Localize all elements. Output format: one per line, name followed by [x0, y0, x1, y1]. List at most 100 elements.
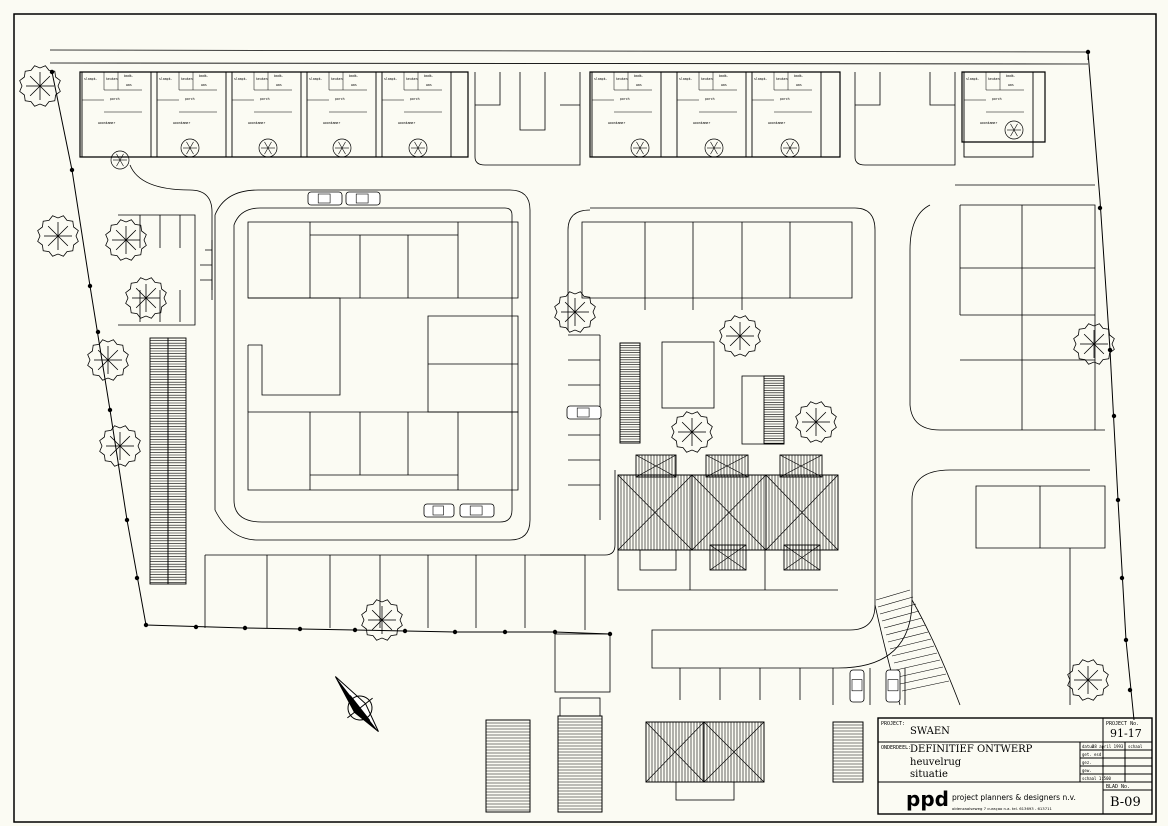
scale-label: schaal: [1128, 744, 1143, 749]
room-label: porch: [620, 97, 630, 101]
row-get: get.: [1082, 752, 1092, 757]
sheet-no: B-09: [1110, 795, 1141, 810]
room-label: slaapk.: [754, 77, 768, 81]
room-label: porch: [705, 97, 715, 101]
tree-icon: [671, 411, 713, 453]
tree-icon: [1067, 659, 1109, 701]
project-label: PROJECT:: [881, 721, 905, 727]
house-plan: [81, 71, 152, 158]
boundary-marker: [49, 69, 55, 75]
row-gew: gew.: [1082, 768, 1092, 773]
room-label: was: [276, 83, 282, 87]
room-label: badk.: [349, 74, 359, 78]
site-layout: [49, 49, 1135, 813]
car-icon: [345, 191, 381, 206]
boundary-marker: [1085, 49, 1091, 55]
room-label: woonkamer: [173, 121, 190, 125]
small-tree-icon: [780, 138, 800, 158]
room-label: slaapk.: [234, 77, 248, 81]
small-tree-icon: [630, 138, 650, 158]
room-label: slaapk.: [309, 77, 323, 81]
house-plan: [231, 71, 302, 158]
boundary-marker: [1119, 575, 1125, 581]
house-room-labels: slaapk. keuken badk. was porch woonkamer slaap…: [84, 74, 1016, 125]
house-plan: [306, 71, 377, 158]
tree-icon: [554, 291, 596, 333]
car-icon: [566, 405, 602, 420]
room-label: porch: [780, 97, 790, 101]
room-label: was: [636, 83, 642, 87]
site-boundary: [51, 71, 611, 635]
boundary-marker: [95, 329, 101, 335]
subject-line-2: heuvelrug: [910, 757, 962, 768]
room-label: slaapk.: [966, 77, 980, 81]
room-label: slaapk.: [159, 77, 173, 81]
room-label: keuken: [256, 77, 268, 81]
room-label: woonkamer: [693, 121, 710, 125]
small-tree-icon: [704, 138, 724, 158]
room-label: slaapk.: [84, 77, 98, 81]
boundary-marker: [297, 626, 303, 632]
house-plan: [591, 71, 662, 158]
small-tree-icon: [180, 138, 200, 158]
tree-icon: [19, 65, 61, 107]
boundary-marker: [124, 517, 130, 523]
row-scale: schaal 1:500: [1082, 776, 1111, 781]
house-plan: [156, 71, 227, 158]
boundary-marker: [134, 575, 140, 581]
house-plan: [963, 71, 1034, 158]
room-label: keuken: [616, 77, 628, 81]
room-label: was: [796, 83, 802, 87]
tree-icon: [795, 401, 837, 443]
room-label: was: [1008, 83, 1014, 87]
company-name: project planners & designers n.v.: [952, 793, 1076, 802]
room-label: was: [426, 83, 432, 87]
boundary-marker: [87, 283, 93, 289]
house-plan: [676, 71, 747, 158]
north-arrow-icon: [334, 676, 379, 733]
room-label: porch: [185, 97, 195, 101]
room-label: porch: [992, 97, 1002, 101]
subject-line-3: situatie: [910, 769, 948, 780]
boundary-marker: [1107, 347, 1113, 353]
small-tree-icon: [332, 138, 352, 158]
room-label: badk.: [199, 74, 209, 78]
house-plan: [381, 71, 452, 158]
room-label: woonkamer: [323, 121, 340, 125]
subject-line-1: DEFINITIEF ONTWERP: [910, 744, 1033, 755]
project-no-label: PROJECT No.: [1106, 721, 1139, 727]
boundary-marker: [402, 628, 408, 634]
room-label: porch: [110, 97, 120, 101]
car-icon: [849, 669, 865, 703]
tree-icon: [1073, 323, 1115, 365]
title-block-text: PROJECT: SWAEN PROJECT No. 91-17 ONDERDE…: [881, 721, 1143, 811]
room-label: badk.: [634, 74, 644, 78]
room-label: keuken: [406, 77, 418, 81]
project-no: 91-17: [1110, 727, 1142, 740]
room-label: was: [351, 83, 357, 87]
row-get-value: esd: [1094, 752, 1102, 757]
room-label: porch: [260, 97, 270, 101]
boundary-marker: [1097, 205, 1103, 211]
room-label: keuken: [776, 77, 788, 81]
tree-icon: [125, 277, 167, 319]
sheet-label: BLAD No.: [1106, 784, 1130, 790]
room-label: woonkamer: [980, 121, 997, 125]
room-label: badk.: [1006, 74, 1016, 78]
boundary-marker: [1123, 637, 1129, 643]
tree-icon: [361, 599, 403, 641]
roof-hatching: [149, 337, 950, 813]
boundary-marker: [143, 622, 149, 628]
room-label: woonkamer: [768, 121, 785, 125]
room-label: porch: [410, 97, 420, 101]
tree-icon: [105, 219, 147, 261]
room-label: badk.: [274, 74, 284, 78]
date-label: datum: [1082, 744, 1095, 749]
boundary-marker: [1111, 413, 1117, 419]
row-gez: gez.: [1082, 760, 1092, 765]
room-label: badk.: [794, 74, 804, 78]
boundary-marker: [502, 629, 508, 635]
company-address: oldenzaalseweg 7 curaçao n.a. tel. 61369…: [952, 806, 1053, 811]
tree-icon: [87, 339, 129, 381]
